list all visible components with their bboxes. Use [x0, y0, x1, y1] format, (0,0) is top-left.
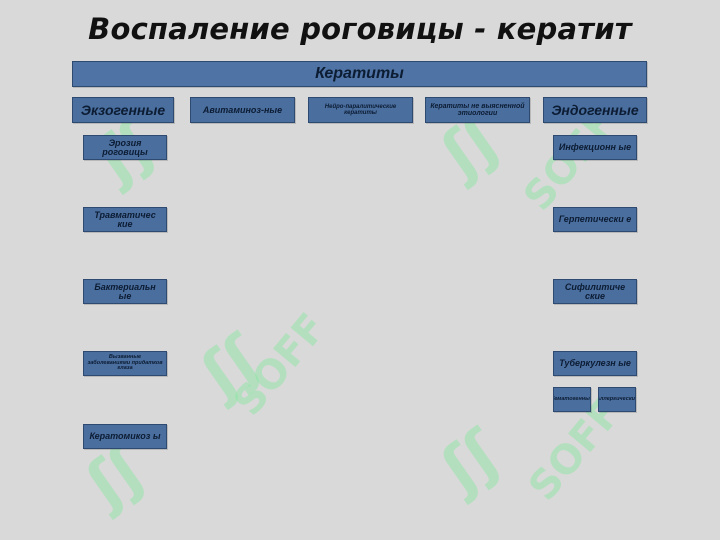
root-node: Кератиты: [72, 61, 647, 87]
category-unknown-etiology: Кератиты не выясненной этиологии: [425, 97, 530, 123]
endogenous-item: Туберкулезн ые: [553, 351, 637, 376]
watermark-text: SOFF: [225, 305, 336, 425]
tuberculous-subtype: Гематогенные: [553, 387, 591, 412]
exogenous-item: Кератомикоз ы: [83, 424, 167, 449]
slide-title: Воспаление роговицы - кератит: [88, 12, 632, 46]
exogenous-item: Травматичес кие: [83, 207, 167, 232]
category-neuroparalytic: Нейро-паралитические кератиты: [308, 97, 413, 123]
exogenous-item: Эрозия роговицы: [83, 135, 167, 160]
endogenous-item: Герпетически е: [553, 207, 637, 232]
watermark-logo-icon: ʃʃ: [428, 415, 513, 506]
category-exogenous: Экзогенные: [72, 97, 174, 123]
category-avitaminosis: Авитаминоз-ные: [190, 97, 295, 123]
category-endogenous: Эндогенные: [543, 97, 647, 123]
endogenous-item: Инфекционн ые: [553, 135, 637, 160]
exogenous-item: Бактериальн ые: [83, 279, 167, 304]
exogenous-item: Вызванные заболеваниями придатков глаза: [83, 351, 167, 376]
endogenous-item: Сифилитиче ские: [553, 279, 637, 304]
tuberculous-subtype: Аллергические: [598, 387, 636, 412]
watermark-logo-icon: ʃʃ: [188, 320, 273, 411]
